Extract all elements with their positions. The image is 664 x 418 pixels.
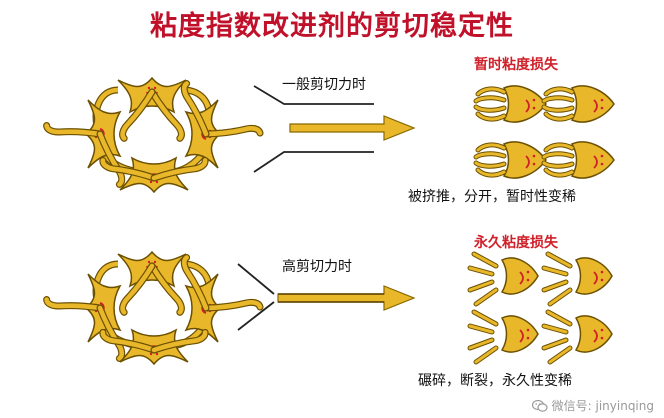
- aligned-molecule: [544, 86, 614, 122]
- shear-arrow-bottom: [237, 263, 416, 331]
- shear-label-normal: 一般剪切力时: [282, 77, 366, 93]
- temporary-loss-title: 暂时粘度损失: [474, 57, 558, 73]
- broken-molecules: [470, 254, 612, 362]
- shear-arrow-shape: [277, 285, 416, 311]
- page-title: 粘度指数改进剂的剪切稳定性: [150, 11, 514, 42]
- temporary-loss-desc: 被挤推，分开，暂时性变稀: [408, 189, 576, 205]
- aligned-molecule: [476, 86, 546, 122]
- broken-molecule: [470, 254, 538, 304]
- shear-guide-line: [253, 85, 374, 105]
- shear-label-high: 高剪切力时: [282, 259, 352, 275]
- shear-arrow-shape: [289, 115, 416, 141]
- broken-molecule: [470, 312, 538, 362]
- watermark: 微信号: jinyinqing: [531, 397, 654, 414]
- shear-guide-line: [237, 263, 275, 295]
- aligned-molecule: [476, 142, 546, 178]
- watermark-text: 微信号: jinyinqing: [551, 399, 654, 413]
- permanent-loss-title: 永久粘度损失: [474, 235, 558, 251]
- polymer-network-bottom: [46, 251, 260, 365]
- shear-arrow-top: [253, 85, 416, 173]
- wechat-icon: [531, 399, 548, 412]
- aligned-molecule: [544, 142, 614, 178]
- broken-molecule: [544, 312, 612, 362]
- permanent-loss-desc: 碾碎，断裂，永久性变稀: [418, 373, 572, 389]
- shear-guide-line: [237, 301, 275, 331]
- aligned-molecules: [476, 86, 614, 178]
- shear-guide-line: [253, 151, 374, 173]
- polymer-network-top: [46, 77, 260, 193]
- broken-molecule: [544, 254, 612, 304]
